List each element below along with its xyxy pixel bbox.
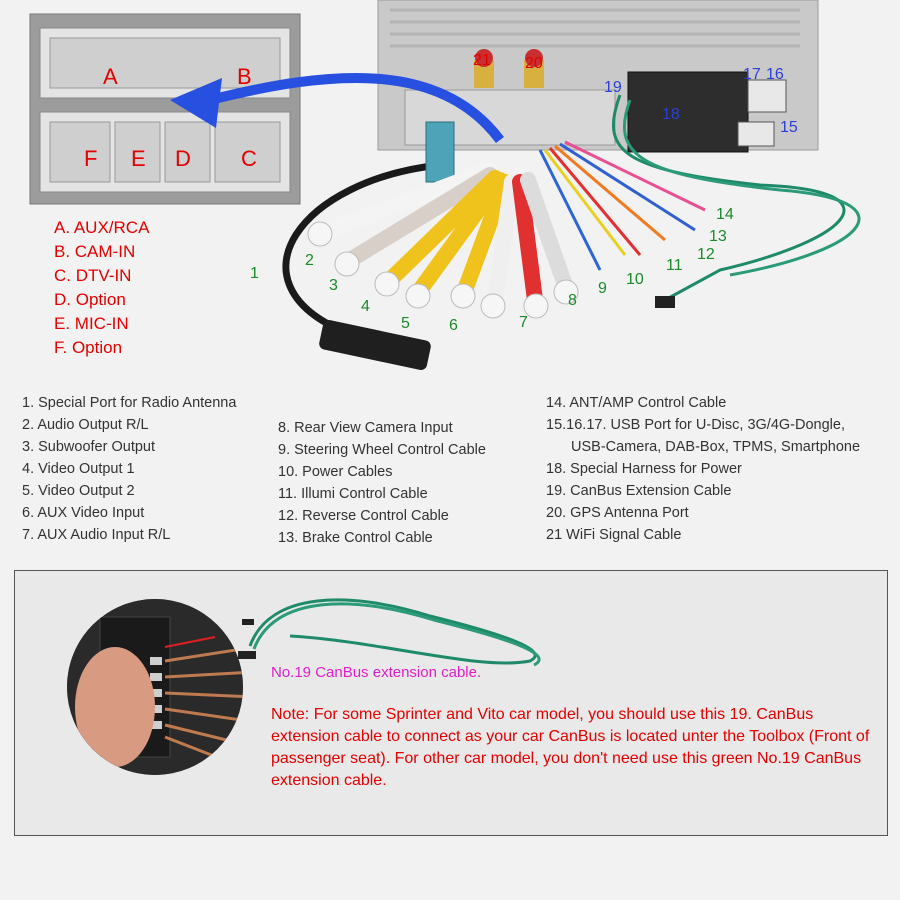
callout-2: 2 bbox=[305, 252, 314, 269]
callout-10: 10 bbox=[626, 271, 644, 288]
callout-17: 17 bbox=[743, 66, 761, 83]
list-item: 11. Illumi Control Cable bbox=[278, 486, 428, 502]
list-item: 19. CanBus Extension Cable bbox=[546, 483, 732, 499]
list-item: 1. Special Port for Radio Antenna bbox=[22, 395, 237, 411]
list-item: 10. Power Cables bbox=[278, 464, 393, 480]
callout-8: 8 bbox=[568, 292, 577, 309]
callout-3: 3 bbox=[329, 277, 338, 294]
connector-label-f: F bbox=[84, 146, 98, 171]
cable-list-column-2: 8. Rear View Camera Input 9. Steering Wh… bbox=[278, 417, 486, 549]
callout-19: 19 bbox=[604, 79, 622, 96]
list-item: 12. Reverse Control Cable bbox=[278, 508, 449, 524]
list-item: 8. Rear View Camera Input bbox=[278, 420, 453, 436]
canbus-cable-illustration bbox=[238, 598, 541, 667]
list-item: 4. Video Output 1 bbox=[22, 461, 135, 477]
connector-label-b: B bbox=[237, 64, 252, 89]
list-item: 9. Steering Wheel Control Cable bbox=[278, 442, 486, 458]
callout-7: 7 bbox=[519, 314, 528, 331]
port-legend-item: D. Option bbox=[54, 290, 126, 309]
callout-9: 9 bbox=[598, 280, 607, 297]
callout-14: 14 bbox=[716, 206, 734, 223]
list-item: 5. Video Output 2 bbox=[22, 483, 135, 499]
connector-label-c: C bbox=[241, 146, 257, 171]
port-legend-item: E. MIC-IN bbox=[54, 314, 129, 333]
callout-6: 6 bbox=[449, 317, 458, 334]
callout-1: 1 bbox=[250, 265, 259, 282]
list-item: 2. Audio Output R/L bbox=[22, 417, 149, 433]
connector-label-d: D bbox=[175, 146, 191, 171]
port-legend-item: A. AUX/RCA bbox=[54, 218, 150, 237]
list-item: 7. AUX Audio Input R/L bbox=[22, 527, 171, 543]
connector-label-a: A bbox=[103, 64, 118, 89]
port-legend-item: C. DTV-IN bbox=[54, 266, 132, 285]
list-item: USB-Camera, DAB-Box, TPMS, Smartphone bbox=[571, 439, 861, 455]
wiring-diagram-illustration bbox=[29, 0, 861, 370]
list-item: 3. Subwoofer Output bbox=[22, 439, 155, 455]
canbus-info-panel: No.19 CanBus extension cable. Note: For … bbox=[14, 570, 888, 836]
list-item: 14. ANT/AMP Control Cable bbox=[546, 395, 727, 411]
callout-18: 18 bbox=[662, 106, 680, 123]
cable-list-column-1: 1. Special Port for Radio Antenna 2. Aud… bbox=[22, 392, 236, 546]
callout-13: 13 bbox=[709, 228, 727, 245]
canbus-connector-photo bbox=[67, 599, 243, 775]
list-item: 20. GPS Antenna Port bbox=[546, 505, 689, 521]
callout-4: 4 bbox=[361, 298, 370, 315]
callout-11: 11 bbox=[666, 257, 683, 274]
list-item: 18. Special Harness for Power bbox=[546, 461, 742, 477]
cable-list-column-3: 14. ANT/AMP Control Cable 15.16.17. USB … bbox=[546, 392, 860, 546]
canbus-note: Note: For some Sprinter and Vito car mod… bbox=[271, 706, 870, 789]
callout-5: 5 bbox=[401, 315, 410, 332]
list-item: 13. Brake Control Cable bbox=[278, 530, 433, 546]
list-item: 21 WiFi Signal Cable bbox=[546, 527, 682, 543]
callout-16: 16 bbox=[766, 66, 784, 83]
canbus-caption: No.19 CanBus extension cable. bbox=[271, 664, 482, 681]
callout-12: 12 bbox=[697, 246, 715, 263]
callout-21: 21 bbox=[473, 52, 491, 69]
port-legend-item: B. CAM-IN bbox=[54, 242, 136, 261]
callout-20: 20 bbox=[525, 55, 543, 72]
list-item: 6. AUX Video Input bbox=[22, 505, 145, 521]
callout-15: 15 bbox=[780, 119, 798, 136]
port-legend: A. AUX/RCA B. CAM-IN C. DTV-IN D. Option… bbox=[54, 216, 149, 360]
connector-label-e: E bbox=[131, 146, 146, 171]
port-legend-item: F. Option bbox=[54, 338, 123, 357]
list-item: 15.16.17. USB Port for U-Disc, 3G/4G-Don… bbox=[546, 417, 845, 433]
